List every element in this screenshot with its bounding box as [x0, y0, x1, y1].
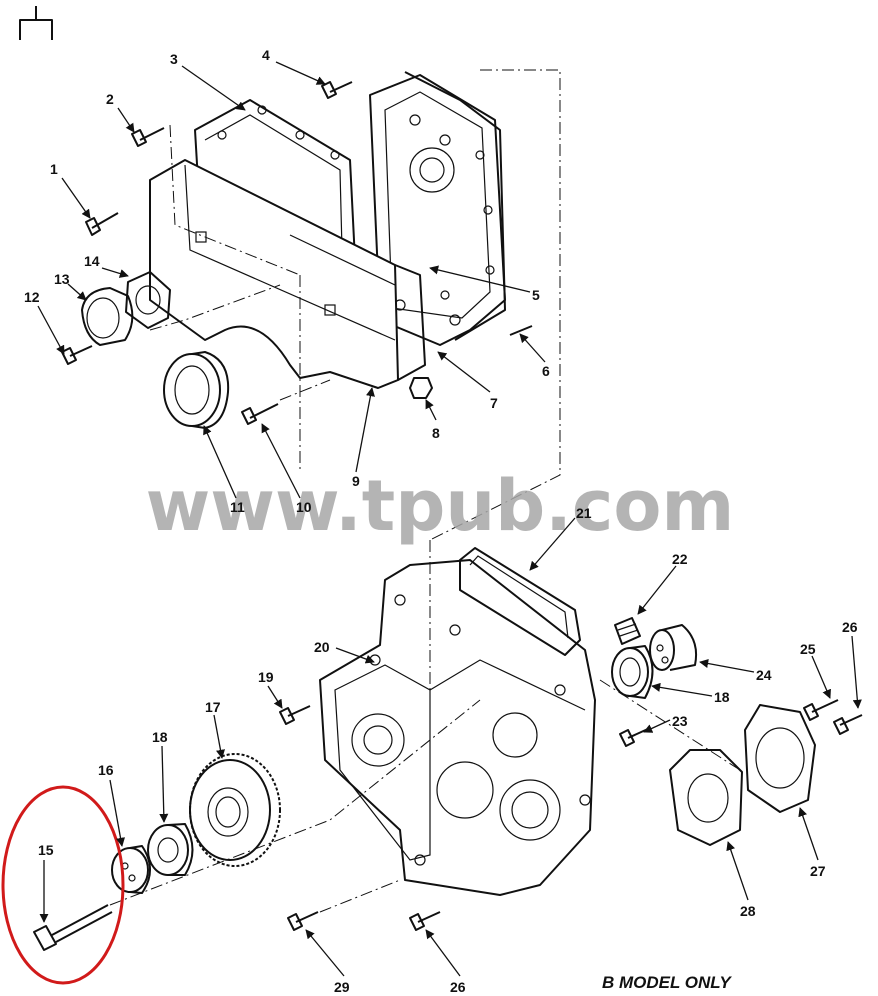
watermark: www.tpub.com [146, 465, 735, 547]
callout-20: 20 [314, 639, 330, 655]
callout-27: 27 [810, 863, 826, 879]
callout-9: 9 [352, 473, 360, 489]
callout-7: 7 [490, 395, 498, 411]
lower-assembly [33, 540, 863, 951]
callout-10: 10 [296, 499, 312, 515]
highlight-circle [1, 785, 125, 985]
callout-25: 25 [800, 641, 816, 657]
callout-28: 28 [740, 903, 756, 919]
callout-23: 23 [672, 713, 688, 729]
upper-assembly [61, 69, 561, 541]
callout-8: 8 [432, 425, 440, 441]
callout-1: 1 [50, 161, 58, 177]
callout-4: 4 [262, 47, 270, 63]
callout-19: 19 [258, 669, 274, 685]
callout-18b: 18 [714, 689, 730, 705]
callout-16: 16 [98, 762, 114, 778]
callout-5: 5 [532, 287, 540, 303]
callout-labels: 1 2 3 4 5 6 7 8 9 10 11 12 13 14 15 16 1… [24, 47, 858, 995]
bolt-icon [61, 81, 533, 425]
corner-locator-icon [19, 6, 53, 40]
callout-12: 12 [24, 289, 40, 305]
callout-29: 29 [334, 979, 350, 995]
callout-6: 6 [542, 363, 550, 379]
callout-15: 15 [38, 842, 54, 858]
callout-26b: 26 [450, 979, 466, 995]
bolt-icon [279, 699, 863, 931]
callout-18: 18 [152, 729, 168, 745]
callout-2: 2 [106, 91, 114, 107]
callout-22: 22 [672, 551, 688, 567]
model-note: B MODEL ONLY [602, 973, 732, 992]
callout-13: 13 [54, 271, 70, 287]
callout-11: 11 [230, 499, 245, 515]
gear-icon [189, 753, 281, 867]
callout-3: 3 [170, 51, 178, 67]
callout-17: 17 [205, 699, 221, 715]
callout-24: 24 [756, 667, 772, 683]
callout-leaders [37, 61, 862, 977]
callout-26: 26 [842, 619, 858, 635]
callout-14: 14 [84, 253, 100, 269]
callout-21: 21 [576, 505, 592, 521]
